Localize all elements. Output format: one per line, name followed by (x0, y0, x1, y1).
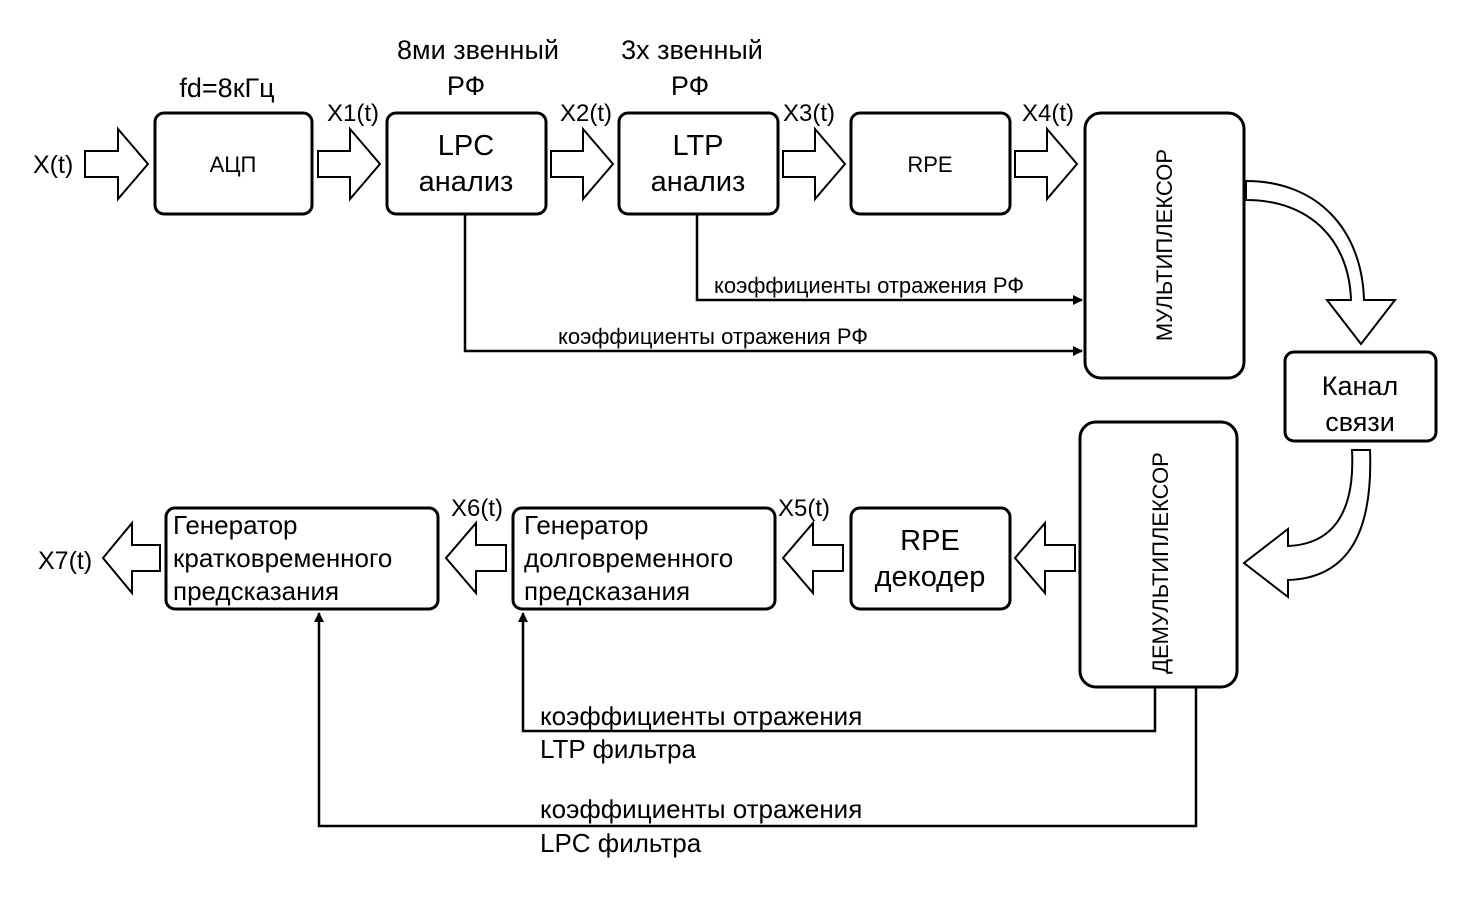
lpc-coef-wire-tx (463, 214, 1083, 356)
ltp-coef-label-rx-line1: коэффициенты отражения (540, 701, 862, 731)
channel-to-demux-arrow (1242, 449, 1372, 600)
rpe-decoder-label-line2: декодер (875, 561, 986, 593)
rpe-label: RPE (907, 152, 952, 177)
long-term-predictor-line1: Генератор (524, 510, 649, 540)
signal-label-x3: X3(t) (783, 100, 835, 127)
signal-label-x: X(t) (33, 151, 73, 179)
short-term-predictor-line2: кратковременного (173, 543, 392, 573)
output-arrow (101, 520, 161, 596)
mux-to-channel-arrow (1245, 179, 1398, 346)
signal-label-x4: X4(t) (1022, 100, 1074, 127)
arrow-x3 (782, 126, 847, 202)
adc-label: АЦП (210, 152, 257, 177)
input-arrow (84, 126, 150, 202)
arrow-x4 (1014, 126, 1079, 202)
demultiplexer-block (1078, 420, 1239, 689)
lpc-coef-wire-rx (314, 612, 1198, 828)
lpc-coef-label-tx: коэффициенты отражения РФ (558, 324, 868, 349)
arrow-x1 (317, 126, 382, 202)
short-term-predictor-line3: предсказания (173, 576, 339, 606)
adc-block (153, 111, 314, 216)
demux-to-rpe-arrow (1013, 520, 1076, 596)
long-term-predictor-line2: долговременного (524, 543, 733, 573)
rpe-decoder-label-line1: RPE (900, 525, 960, 557)
signal-label-x7: X7(t) (38, 547, 92, 575)
arrow-x2 (550, 126, 615, 202)
ltp-coef-wire-tx (695, 214, 1083, 305)
ltp-label-line1: LTP (672, 130, 723, 162)
ltp-filter-header-line2: РФ (671, 71, 709, 101)
long-term-predictor-line3: предсказания (524, 576, 690, 606)
short-term-predictor-line1: Генератор (173, 510, 298, 540)
ltp-label-line2: анализ (651, 166, 746, 198)
short-term-predictor-block (164, 506, 440, 611)
lpc-filter-header-line1: 8ми звенный (397, 35, 559, 65)
channel-block (1283, 350, 1438, 443)
signal-label-x1: X1(t) (327, 100, 379, 127)
lpc-label-line2: анализ (419, 166, 514, 198)
signal-label-x5: X5(t) (778, 495, 830, 522)
lpc-label-line1: LPC (438, 130, 494, 162)
signal-label-x2: X2(t) (560, 100, 612, 127)
demultiplexer-label: ДЕМУЛЬТИПЛЕКСОР (1148, 452, 1173, 674)
sampling-rate-label: fd=8кГц (179, 73, 274, 103)
ltp-coef-wire-rx (518, 612, 1157, 733)
signal-label-x6: X6(t) (451, 495, 503, 522)
multiplexer-block (1083, 111, 1246, 380)
long-term-predictor-block (511, 506, 777, 611)
rpe-block (849, 111, 1012, 216)
arrow-x5 (781, 520, 844, 596)
ltp-filter-header-line1: 3х звенный (621, 35, 763, 65)
ltp-coef-label-rx-line2: LTP фильтра (540, 734, 696, 764)
multiplexer-label: МУЛЬТИПЛЕКСОР (1152, 149, 1177, 341)
lpc-coef-label-rx-line2: LPC фильтра (540, 828, 702, 858)
ltp-analysis-block (617, 111, 780, 216)
channel-label-line1: Канал (1322, 371, 1398, 401)
lpc-filter-header-line2: РФ (447, 71, 485, 101)
rpe-decoder-block (849, 506, 1012, 611)
arrow-x6 (444, 520, 507, 596)
lpc-analysis-block (385, 111, 548, 216)
lpc-coef-label-rx-line1: коэффициенты отражения (540, 794, 862, 824)
ltp-coef-label-tx: коэффициенты отражения РФ (714, 273, 1024, 298)
channel-label-line2: связи (1325, 407, 1395, 437)
